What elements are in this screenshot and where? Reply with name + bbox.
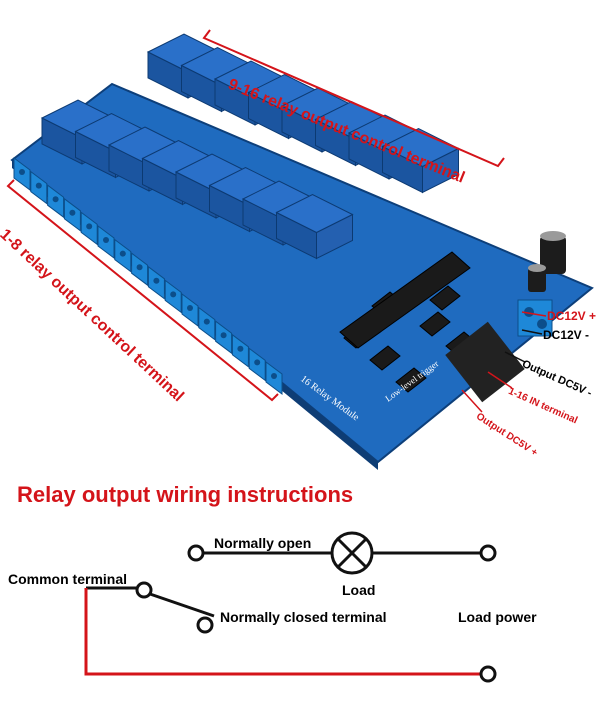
relay-board: 16 Relay Module Low-level trigger bbox=[6, 29, 594, 470]
wiring-title: Relay output wiring instructions bbox=[17, 482, 354, 507]
pointer-out5m bbox=[504, 351, 526, 363]
screw-terminal-screw bbox=[153, 277, 160, 284]
driver-chip bbox=[429, 285, 461, 311]
terminal-common bbox=[135, 581, 153, 599]
capacitors bbox=[528, 231, 566, 292]
screw-terminal-screw bbox=[69, 209, 76, 216]
driver-chip bbox=[419, 311, 451, 337]
screw-terminal-screw bbox=[35, 182, 42, 189]
shift-register-ic bbox=[339, 251, 471, 349]
chip-group bbox=[339, 251, 477, 393]
switch-blade bbox=[149, 592, 215, 618]
screw-terminal-screw bbox=[170, 291, 177, 298]
pointer-in16 bbox=[487, 371, 513, 389]
screw-terminal-screw bbox=[52, 196, 59, 203]
label-load: Load bbox=[342, 582, 376, 598]
label-dc12v-plus: DC12V + bbox=[547, 309, 597, 323]
screw-terminal-screw bbox=[187, 305, 193, 311]
label-normally-closed: Normally closed terminal bbox=[220, 609, 387, 625]
terminal-group bbox=[13, 157, 283, 395]
header-pins bbox=[445, 321, 525, 403]
terminal-normally-open bbox=[187, 544, 205, 562]
screw-terminal-screw bbox=[119, 250, 126, 257]
label-load-power: Load power bbox=[458, 609, 537, 625]
screw-terminal-screw bbox=[136, 264, 143, 271]
pointer-dc12p bbox=[521, 311, 547, 317]
screw-terminal-screw bbox=[254, 359, 261, 366]
terminal-normally-closed bbox=[196, 616, 214, 634]
screw-terminal-screw bbox=[203, 318, 210, 325]
load-lamp-icon bbox=[330, 531, 374, 575]
wire-red-return bbox=[84, 588, 480, 676]
label-normally-open: Normally open bbox=[214, 535, 312, 551]
bracket-1-8 bbox=[6, 179, 279, 402]
driver-chip bbox=[395, 367, 427, 393]
bracket-9-16 bbox=[202, 29, 505, 168]
pointer-dc12m bbox=[521, 329, 543, 335]
screw-terminal-screw bbox=[237, 345, 244, 352]
screw-terminal-screw bbox=[271, 373, 277, 379]
terminal-load-power-top bbox=[479, 544, 497, 562]
screw-terminal-screw bbox=[103, 237, 109, 243]
wiring-diagram bbox=[84, 531, 497, 683]
driver-chip bbox=[369, 345, 401, 371]
label-common-terminal: Common terminal bbox=[8, 571, 128, 587]
relay bbox=[275, 193, 354, 234]
label-dc12v-minus: DC12V - bbox=[543, 328, 590, 342]
terminal-load-power-bottom bbox=[479, 665, 497, 683]
screw-terminal-screw bbox=[220, 332, 227, 339]
screw-terminal-screw bbox=[86, 223, 93, 230]
pointer-out5p bbox=[461, 389, 483, 413]
relay-group bbox=[40, 33, 460, 260]
screw-terminal-screw bbox=[19, 169, 25, 175]
